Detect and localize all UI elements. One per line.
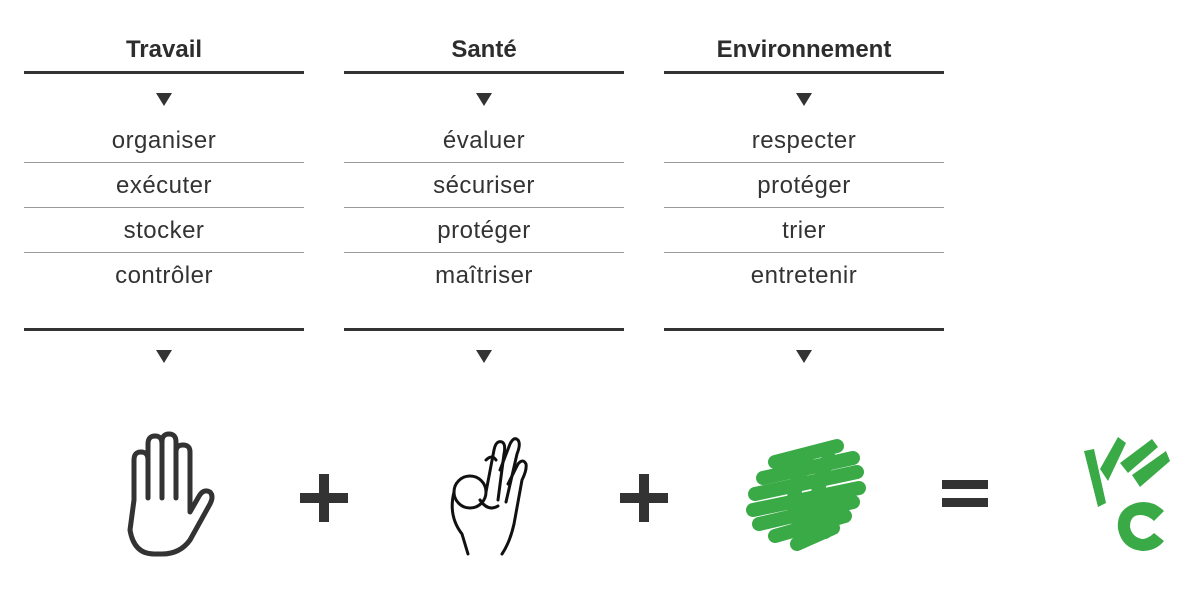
column-title: Travail [125, 36, 203, 63]
list-item: entretenir [750, 262, 858, 289]
green-scribble-icon [746, 439, 866, 551]
down-arrow-icon [156, 93, 172, 106]
plus-icon [639, 474, 649, 522]
ok-hand-icon [450, 437, 528, 556]
list-item: protéger [757, 172, 851, 199]
top-rule [24, 71, 304, 74]
down-arrow-icon [796, 350, 812, 363]
list-item: protéger [437, 217, 531, 244]
divider [664, 162, 944, 163]
divider [24, 162, 304, 163]
down-arrow-icon [156, 350, 172, 363]
vc-logo-icon [1084, 437, 1170, 551]
divider [344, 207, 624, 208]
divider [344, 252, 624, 253]
bottom-rule [24, 328, 304, 331]
divider [664, 207, 944, 208]
column-title: Santé [451, 36, 517, 63]
divider [344, 162, 624, 163]
top-rule [664, 71, 944, 74]
list-item: respecter [751, 127, 857, 154]
list-item: maîtriser [435, 262, 533, 289]
list-item: évaluer [442, 127, 526, 154]
divider [664, 252, 944, 253]
list-item: trier [782, 217, 826, 244]
bottom-rule [664, 328, 944, 331]
list-item: contrôler [115, 262, 213, 289]
top-rule [344, 71, 624, 74]
list-item: sécuriser [433, 172, 535, 199]
list-item: stocker [123, 217, 205, 244]
bottom-rule [344, 328, 624, 331]
column-title: Environnement [716, 36, 892, 63]
down-arrow-icon [796, 93, 812, 106]
divider [24, 252, 304, 253]
open-hand-icon [127, 431, 215, 557]
list-item: exécuter [115, 172, 213, 199]
equals-icon [942, 498, 988, 507]
list-item: organiser [111, 127, 217, 154]
plus-icon [319, 474, 329, 522]
down-arrow-icon [476, 350, 492, 363]
equals-icon [942, 480, 988, 489]
divider [24, 207, 304, 208]
down-arrow-icon [476, 93, 492, 106]
